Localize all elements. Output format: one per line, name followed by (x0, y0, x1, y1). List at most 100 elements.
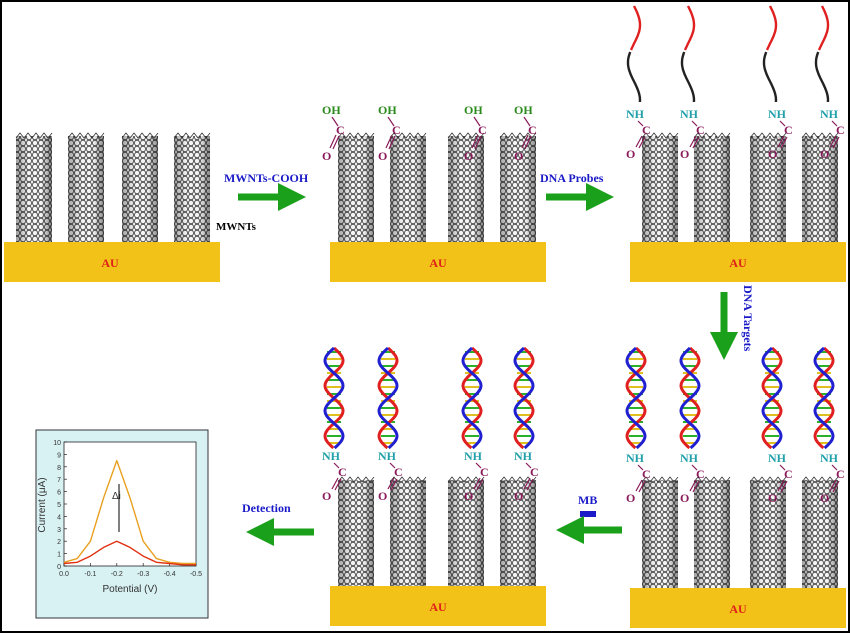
y-tick-label: 3 (57, 527, 61, 534)
dna-duplex (625, 346, 647, 450)
dna-duplex (377, 346, 399, 450)
nh-label: NH (322, 449, 341, 463)
carboxyl-groups: OH C O OH C O OH C O OH C O (322, 103, 537, 163)
c-label: C (336, 123, 345, 137)
x-tick-label: -0.5 (190, 571, 202, 578)
nanotube-array-mb (337, 476, 537, 586)
nanotube (67, 132, 105, 242)
oh-label: OH (378, 103, 397, 117)
c-label: C (784, 123, 793, 137)
c-label: C (642, 467, 651, 481)
c-label: C (338, 465, 347, 479)
dna-probe (814, 5, 830, 103)
dna-probe (626, 5, 642, 103)
nh-label: NH (464, 449, 483, 463)
oh-label: OH (464, 103, 483, 117)
y-tick-label: 0 (57, 564, 61, 571)
nanotube (337, 132, 375, 242)
nanotube-array-probes (641, 132, 839, 242)
c-label: C (480, 465, 489, 479)
o-label: O (378, 149, 387, 163)
dna-duplexes-mb (323, 346, 535, 450)
nh-label: NH (626, 107, 645, 121)
dna-duplex (513, 346, 535, 450)
arrow-dna-probes: DNA Probes (540, 171, 614, 211)
nanotube (447, 476, 485, 586)
y-tick-label: 8 (57, 465, 61, 472)
o-label: O (680, 147, 689, 161)
o-label: O (514, 489, 523, 503)
nh-label: NH (514, 449, 533, 463)
c-label: C (392, 123, 401, 137)
oh-label: OH (322, 103, 341, 117)
nanotube (801, 132, 839, 242)
nh-label: NH (378, 449, 397, 463)
y-tick-label: 6 (57, 490, 61, 497)
nanotube (121, 132, 159, 242)
o-label: O (680, 491, 689, 505)
nanotube (641, 476, 679, 588)
y-tick-label: 1 (57, 552, 61, 559)
c-label: C (696, 467, 705, 481)
mb-label: MB (578, 493, 597, 507)
amide-link: NH CO (680, 451, 705, 505)
nh-label: NH (820, 451, 839, 465)
nanotube (15, 132, 53, 242)
nanotube (801, 476, 839, 588)
substrate-4: AU (630, 588, 846, 628)
nh-label: NH (626, 451, 645, 465)
x-axis-ticks: 0.0-0.1-0.2-0.3-0.4-0.5 (59, 563, 202, 578)
arrow-dna-targets: DNA Targets (710, 285, 755, 360)
substrate-label: AU (729, 602, 747, 616)
nh-label: NH (820, 107, 839, 121)
amide-link: NH CO (820, 451, 845, 505)
c-label: C (836, 467, 845, 481)
x-tick-label: -0.1 (84, 571, 96, 578)
nanotube (389, 132, 427, 242)
nanotube (337, 476, 375, 586)
y-tick-label: 2 (57, 539, 61, 546)
nanotube (641, 132, 679, 242)
x-tick-label: -0.3 (137, 571, 149, 578)
o-label: O (626, 147, 635, 161)
nanotube-array-carboxylated (337, 132, 537, 242)
arrow-mb: MB (556, 493, 622, 544)
mwnts-cooh-label: MWNTs-COOH (224, 171, 309, 185)
o-label: O (626, 491, 635, 505)
amide-link: NH CO (626, 451, 651, 505)
detection-label: Detection (242, 501, 291, 515)
dna-targets-label: DNA Targets (741, 285, 755, 352)
substrate-3: AU (630, 242, 846, 282)
o-label: O (514, 149, 523, 163)
y-tick-label: 10 (53, 440, 61, 447)
dna-duplex (679, 346, 701, 450)
substrate-label: AU (429, 256, 447, 270)
nanotube (499, 132, 537, 242)
c-label: C (478, 123, 487, 137)
dna-probes-label: DNA Probes (540, 171, 604, 185)
c-label: C (836, 123, 845, 137)
c-label: C (642, 123, 651, 137)
dna-probe (762, 5, 778, 103)
o-label: O (820, 491, 829, 505)
substrate-label: AU (429, 600, 447, 614)
y-tick-label: 9 (57, 452, 61, 459)
series-line-1 (63, 459, 196, 565)
o-label: O (378, 489, 387, 503)
y-tick-label: 7 (57, 477, 61, 484)
nh-label: NH (680, 451, 699, 465)
substrate-2: AU (330, 242, 546, 282)
